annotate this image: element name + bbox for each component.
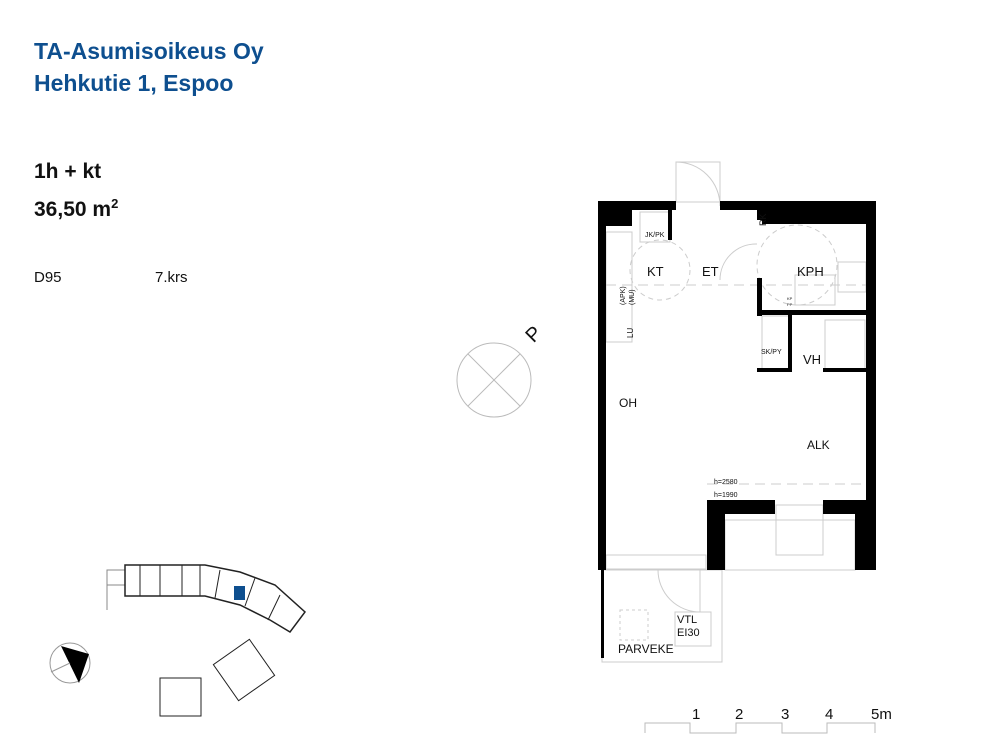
site-compass-icon [49, 642, 91, 684]
apartment-code: D95 [34, 269, 62, 286]
room-kph: KPH [797, 264, 824, 279]
label-mu: (MU) [629, 289, 636, 305]
fixtures [601, 161, 867, 663]
north-label: P [522, 322, 547, 347]
address: Hehkutie 1, Espoo [34, 70, 234, 96]
site-plan [106, 564, 307, 717]
height-1: h=2580 [714, 479, 738, 486]
scale-tick: 4 [825, 706, 833, 723]
label-apk: (APK) [620, 286, 627, 305]
apartment-type: 1h + kt [34, 160, 102, 183]
room-oh: OH [619, 396, 637, 410]
apartment-info: 1h + kt 36,50 m2 [34, 156, 118, 226]
company-name: TA-Asumisoikeus Oy [34, 38, 264, 64]
label-jkpk: JK/PK [645, 232, 665, 239]
label-kp: KP [787, 296, 793, 301]
room-labels: KT ET KPH VH OH ALK PARVEKE JK/PK RK (AP… [618, 213, 830, 656]
floor-number: 7.krs [155, 269, 188, 286]
company-title: TA-Asumisoikeus Oy Hehkutie 1, Espoo [34, 35, 264, 99]
scale-tick: 3 [781, 706, 789, 723]
scale-tick: 1 [692, 706, 700, 723]
room-alk: ALK [807, 438, 830, 452]
room-vh: VH [803, 352, 821, 367]
label-pp: PP [787, 302, 793, 307]
label-lu: LU [626, 328, 635, 338]
label-rk: RK [758, 213, 768, 226]
room-kt: KT [647, 264, 664, 279]
compass-icon: P [456, 322, 547, 418]
room-et: ET [702, 264, 719, 279]
scale-tick: 5m [871, 706, 892, 723]
scale-bar: 1 2 3 4 5m [644, 706, 892, 734]
scale-tick: 2 [735, 706, 743, 723]
apartment-area: 36,50 m2 [34, 196, 119, 221]
label-ei30: EI30 [677, 627, 700, 639]
height-2: h=1990 [714, 492, 738, 499]
walls [598, 201, 876, 658]
room-parveke: PARVEKE [618, 642, 674, 656]
label-vtl: VTL [677, 614, 697, 626]
label-skpy: SK/PY [761, 349, 782, 356]
apartment-highlight [234, 586, 245, 600]
